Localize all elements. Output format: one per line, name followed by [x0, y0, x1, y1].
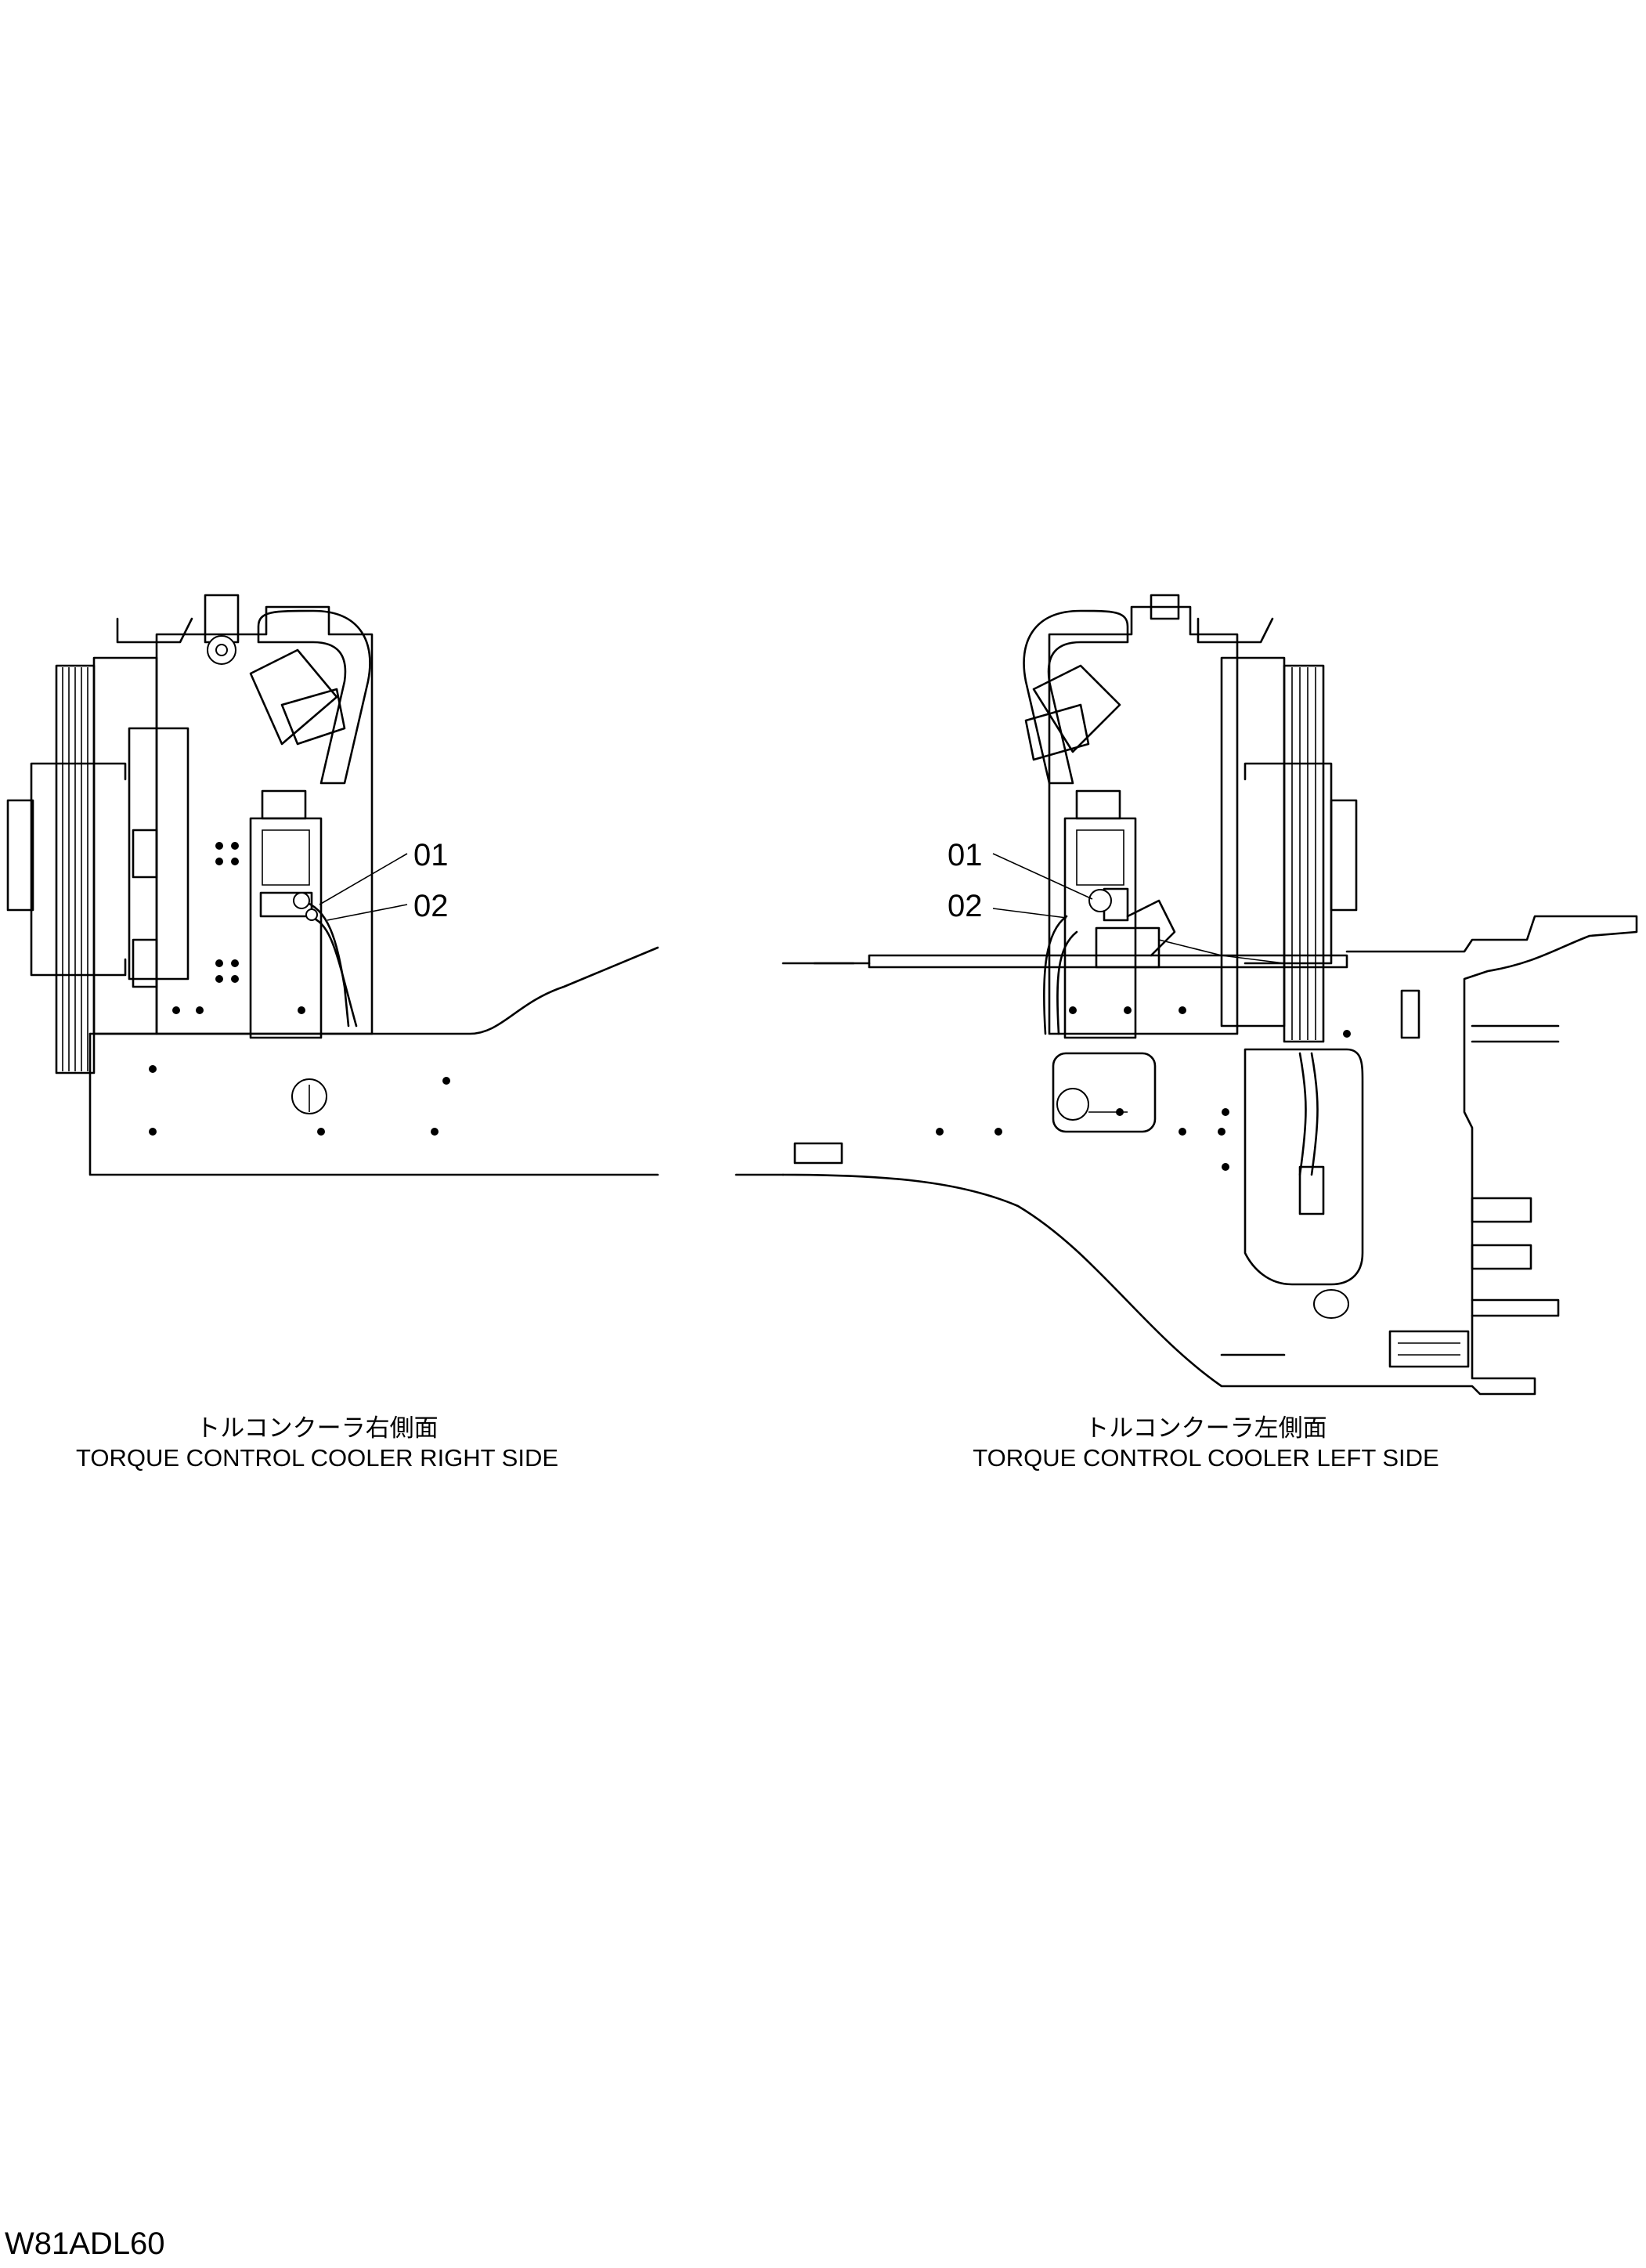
left-view-caption-en: TORQUE CONTROL COOLER LEFT SIDE: [973, 1444, 1439, 1472]
right-side-view: 01 02: [6, 594, 659, 1176]
left-side-view: 01 02: [735, 594, 1638, 1396]
right-view-caption-jp: トルコンクーラ右側面: [196, 1414, 439, 1442]
drawing-code: W81ADL60: [5, 2226, 165, 2261]
right-callout-01: 01: [413, 838, 449, 872]
left-view-caption-jp: トルコンクーラ左側面: [1085, 1414, 1327, 1442]
right-view-caption-en: TORQUE CONTROL COOLER RIGHT SIDE: [75, 1444, 559, 1472]
left-callout-02: 02: [948, 889, 983, 923]
left-callout-01: 01: [948, 838, 983, 872]
right-radiator-fins: [55, 664, 96, 1074]
right-callout-02: 02: [413, 889, 449, 923]
left-view-caption: トルコンクーラ左側面 TORQUE CONTROL COOLER LEFT SI…: [908, 1414, 1503, 1473]
right-view-caption: トルコンクーラ右側面 TORQUE CONTROL COOLER RIGHT S…: [20, 1414, 615, 1473]
left-radiator-fins: [1283, 664, 1325, 1043]
